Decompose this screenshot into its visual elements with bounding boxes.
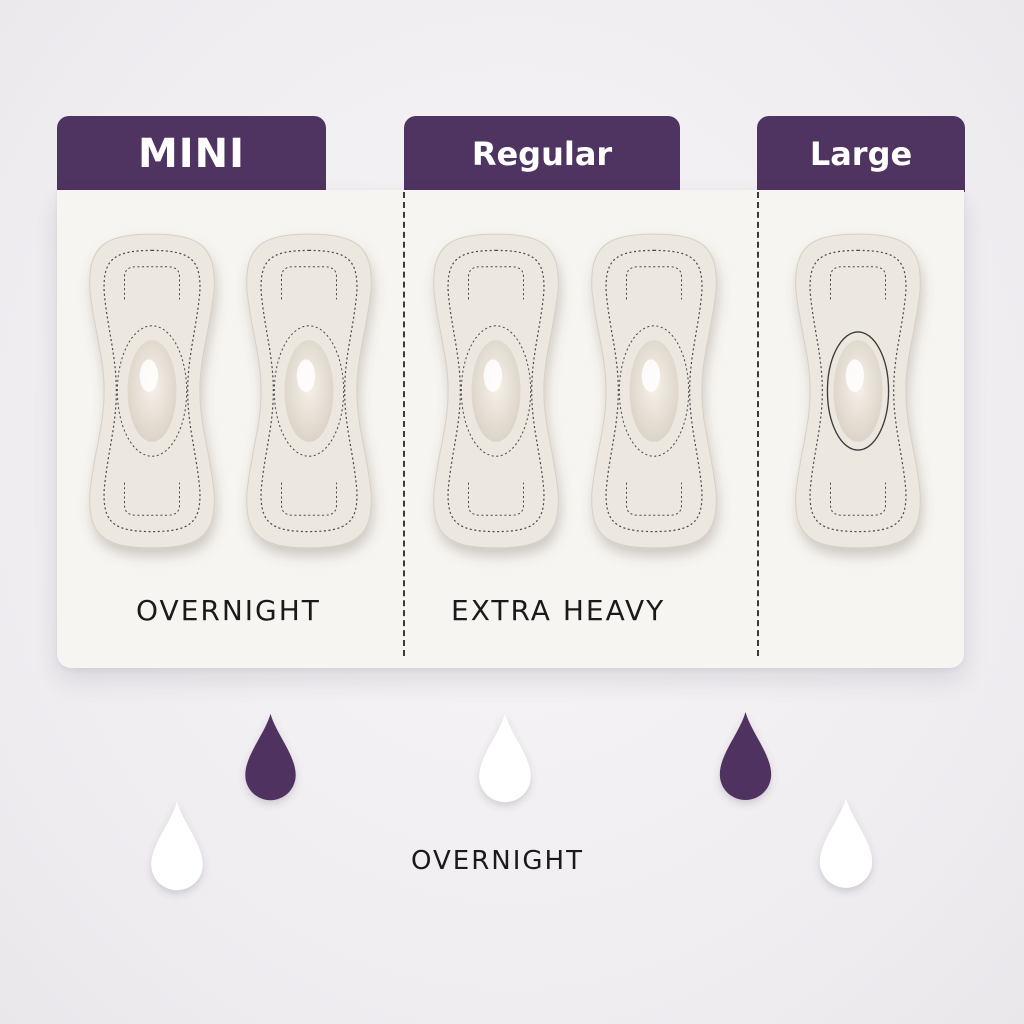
pad-mini-2[interactable] [240, 228, 378, 554]
section-divider [757, 192, 759, 656]
purple-drop-icon [245, 713, 296, 801]
section-divider [403, 192, 405, 656]
bottom-label: OVERNIGHT [411, 846, 584, 876]
pad-regular-2[interactable] [585, 228, 723, 554]
tab-regular[interactable]: Regular [404, 116, 680, 192]
tab-mini[interactable]: MINI [57, 116, 326, 192]
white-drop-icon [819, 798, 873, 888]
pad-regular-1[interactable] [427, 228, 565, 554]
mini-section-label: OVERNIGHT [136, 594, 321, 627]
purple-drop-icon [719, 712, 772, 800]
pad-large-1[interactable] [788, 228, 928, 554]
tab-large[interactable]: Large [757, 116, 965, 192]
white-drop-icon [479, 713, 531, 803]
regular-section-label: EXTRA HEAVY [451, 594, 666, 627]
pad-mini-1[interactable] [83, 228, 221, 554]
white-drop-icon [151, 801, 203, 891]
